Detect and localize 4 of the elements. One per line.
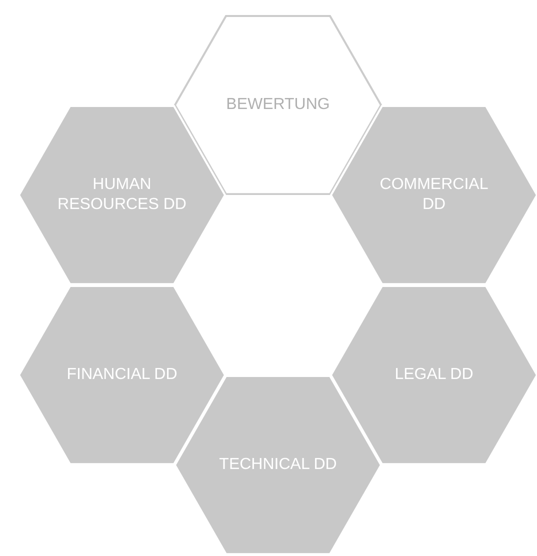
hexagon-label: BEWERTUNG	[225, 94, 331, 115]
hexagon	[330, 104, 537, 286]
hexagon	[18, 104, 226, 286]
hexagon	[174, 14, 382, 196]
